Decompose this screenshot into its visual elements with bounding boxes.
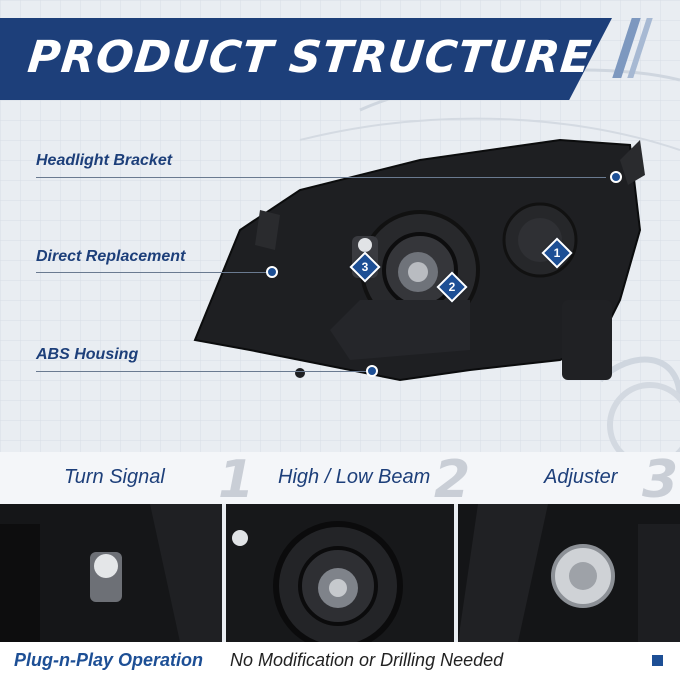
detail-titles-band (0, 452, 680, 504)
callout-label-headlight-bracket: Headlight Bracket (36, 152, 173, 169)
footer-highlight: Plug-n-Play Operation (14, 650, 204, 670)
detail-photo-adjuster (458, 504, 680, 642)
title-banner (0, 18, 612, 100)
panel-title-high-low-beam: High / Low Beam (278, 466, 431, 488)
callout-dot (366, 365, 378, 377)
panel-title-turn-signal: Turn Signal (64, 466, 165, 488)
footer-bar (0, 642, 680, 680)
footer-text: No Modification or Drilling Needed (230, 650, 504, 670)
detail-photo-turn-signal (0, 504, 222, 642)
headlight-illustration (193, 138, 645, 382)
detail-photo-high-low-beam (226, 504, 454, 642)
footer-square-icon (652, 655, 663, 666)
panel-digit: 1 (218, 450, 255, 510)
callout-line (36, 371, 368, 372)
callout-label-abs-housing: ABS Housing (36, 346, 139, 363)
panel-digit: 3 (642, 450, 679, 510)
callout-label-direct-replacement: Direct Replacement (36, 248, 186, 265)
callout-line (36, 177, 606, 178)
panel-digit: 2 (434, 450, 471, 510)
callout-dot (610, 171, 622, 183)
panel-title-adjuster: Adjuster (544, 466, 618, 488)
callout-line (36, 272, 270, 273)
callout-dot (266, 266, 278, 278)
